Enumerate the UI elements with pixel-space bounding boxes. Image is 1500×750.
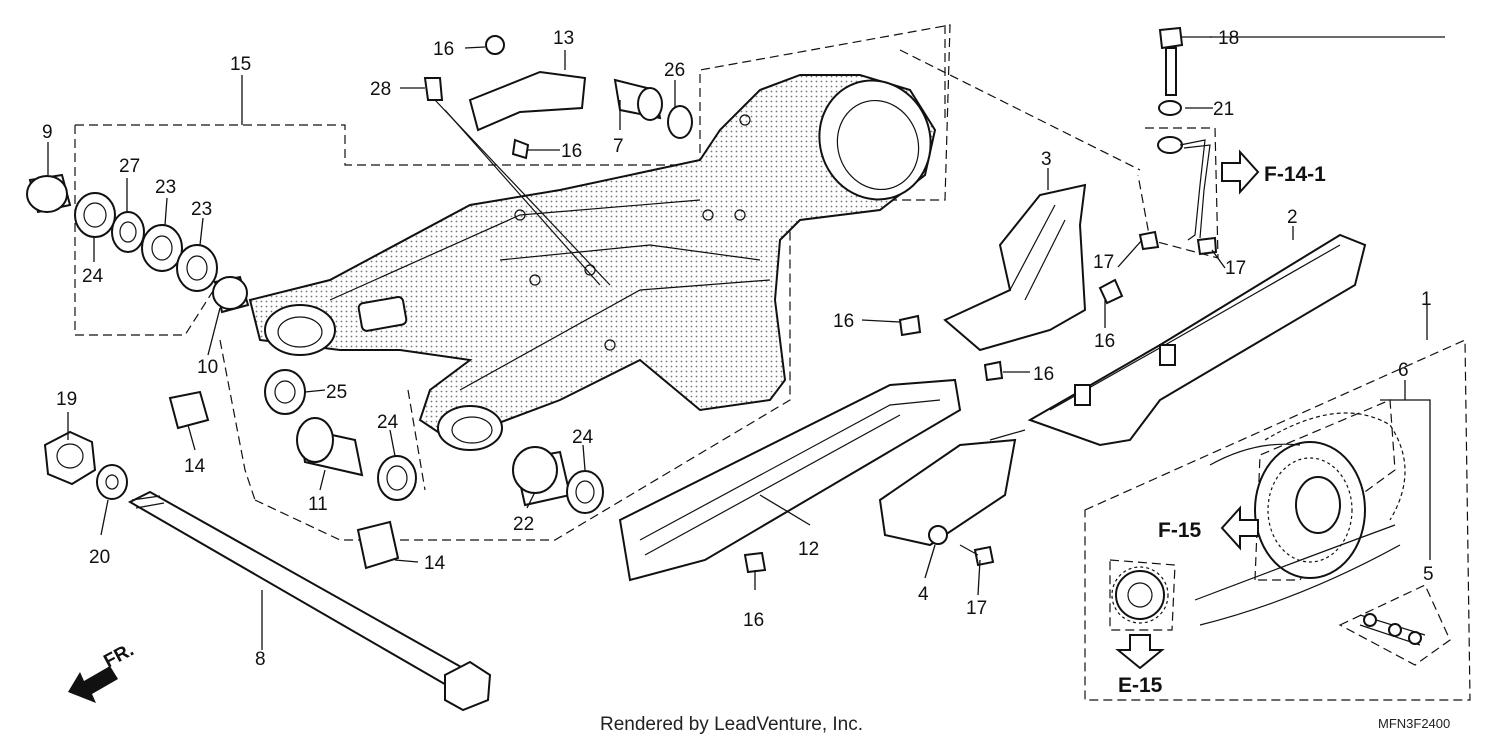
callout-22: 22 — [513, 514, 534, 535]
arrow-f14-1-icon — [1221, 149, 1260, 195]
callout-18: 18 — [1218, 28, 1239, 49]
callout-25: 25 — [326, 382, 347, 403]
callout-20: 20 — [89, 547, 110, 568]
callout-16d: 16 — [1094, 331, 1115, 352]
callout-8: 8 — [255, 649, 266, 670]
section-ref-labels: F-14-1 F-15 E-15 — [1118, 163, 1326, 697]
callout-16e: 16 — [1033, 364, 1054, 385]
callout-10: 10 — [197, 357, 218, 378]
arrow-f15-icon — [1220, 505, 1259, 551]
diagram-code: MFN3F2400 — [1378, 716, 1450, 731]
callout-21: 21 — [1213, 99, 1234, 120]
callout-19: 19 — [56, 389, 77, 410]
callout-12: 12 — [798, 539, 819, 560]
ref-f15[interactable]: F-15 — [1158, 519, 1202, 542]
callout-1: 1 — [1421, 289, 1432, 310]
callout-15: 15 — [230, 54, 251, 75]
callout-16a: 16 — [433, 39, 454, 60]
callout-11: 11 — [308, 494, 328, 515]
callout-17b: 17 — [1225, 258, 1246, 279]
front-direction-arrow-icon — [68, 666, 118, 703]
callout-3: 3 — [1041, 149, 1052, 170]
callout-6: 6 — [1398, 360, 1409, 381]
bearing-parts — [26, 173, 604, 570]
swingarm — [248, 74, 937, 451]
callout-24a: 24 — [82, 266, 104, 287]
callout-16b: 16 — [561, 141, 582, 162]
ref-e15[interactable]: E-15 — [1118, 674, 1163, 697]
callout-7: 7 — [613, 136, 624, 157]
callout-4: 4 — [918, 584, 929, 605]
group-outlines — [74, 24, 1471, 701]
ref-f14-1[interactable]: F-14-1 — [1264, 163, 1326, 186]
front-direction-label: FR. — [100, 640, 137, 673]
upper-hardware — [423, 35, 693, 286]
callout-14a: 14 — [184, 456, 206, 477]
callout-27: 27 — [119, 156, 140, 177]
pivot-bolt — [43, 430, 492, 712]
drive-chain — [1111, 412, 1426, 646]
footer-credit: Rendered by LeadVenture, Inc. — [600, 714, 863, 735]
callout-2: 2 — [1287, 207, 1298, 228]
callout-23a: 23 — [155, 177, 176, 198]
callout-28: 28 — [370, 79, 391, 100]
callout-24b: 24 — [377, 412, 399, 433]
callout-24c: 24 — [572, 427, 594, 448]
section-arrows — [1115, 149, 1260, 670]
callout-13: 13 — [553, 28, 574, 49]
callout-5: 5 — [1423, 564, 1434, 585]
leader-lines — [47, 36, 1445, 650]
callout-23b: 23 — [191, 199, 212, 220]
callout-16c: 16 — [833, 311, 854, 332]
callout-9: 9 — [42, 122, 53, 143]
callout-26: 26 — [664, 60, 685, 81]
callout-17a: 17 — [1093, 252, 1114, 273]
callout-16f: 16 — [743, 610, 764, 631]
arrow-e15-icon — [1115, 634, 1165, 670]
chain-guard — [618, 183, 1367, 582]
sensor-assembly — [1157, 26, 1211, 241]
callout-17c: 17 — [966, 598, 987, 619]
callout-labels: 1 2 3 4 5 6 7 8 9 10 11 12 13 14 14 15 1… — [42, 28, 1434, 670]
callout-14b: 14 — [424, 553, 446, 574]
